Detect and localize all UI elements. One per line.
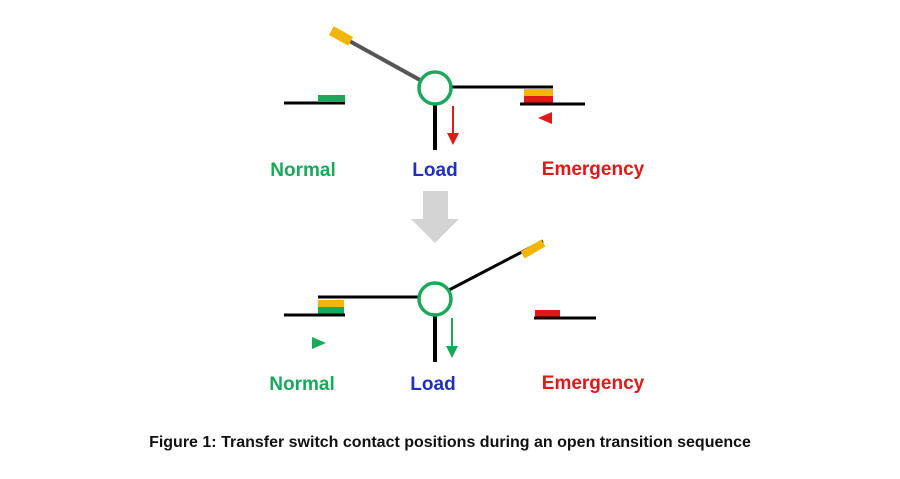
bottom-normal-label: Normal [269, 374, 334, 395]
top-emergency-label: Emergency [542, 159, 645, 180]
switch-pivot [417, 70, 453, 106]
load-current-arrow-green [446, 318, 458, 358]
top-load-label: Load [412, 160, 457, 181]
top-state-diagram: Normal Load Emergency [270, 26, 645, 181]
bottom-emergency-label: Emergency [542, 373, 645, 394]
blade-contact-tip [520, 239, 546, 259]
blade-contact-tip [328, 26, 354, 46]
switch-pivot [417, 281, 453, 317]
normal-contact-pad [318, 307, 344, 314]
load-current-arrow-red [447, 106, 459, 145]
switch-blade-open [343, 36, 421, 82]
bottom-state-diagram: Normal Load Emergency [269, 239, 645, 395]
bottom-load-label: Load [410, 374, 455, 395]
blade-contact-yellow [524, 89, 553, 96]
normal-contact-pad [318, 95, 345, 102]
blade-contact-yellow [318, 300, 344, 307]
figure-caption: Figure 1: Transfer switch contact positi… [149, 434, 751, 451]
emergency-contact-pad [535, 310, 560, 317]
transition-down-arrow [411, 191, 459, 243]
emergency-contact-pad [524, 96, 553, 103]
transfer-arrow-red [538, 112, 579, 124]
top-normal-label: Normal [270, 160, 335, 181]
transfer-arrow-green [285, 337, 326, 349]
